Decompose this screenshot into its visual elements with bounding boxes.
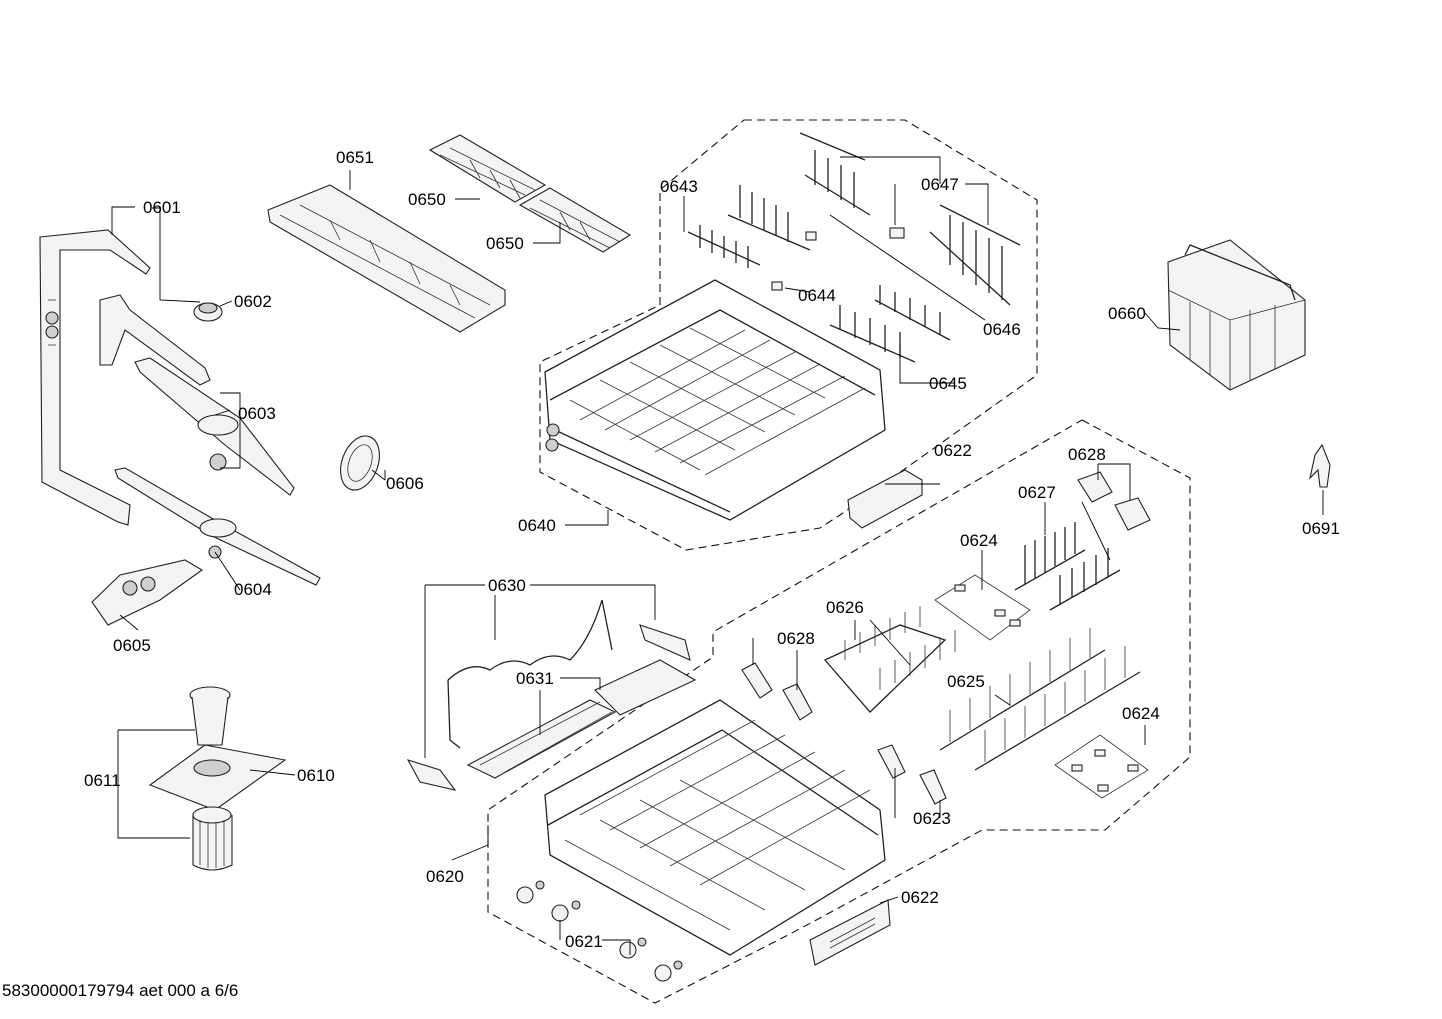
callout-0625: 0625 <box>947 672 985 691</box>
callout-0643: 0643 <box>660 177 698 196</box>
holder-part-0624-top <box>934 574 1031 641</box>
tray-part-b <box>518 187 632 253</box>
nut-part <box>193 302 223 322</box>
rack-part-0645 <box>829 285 951 363</box>
callout-0644: 0644 <box>798 286 836 305</box>
callout-0624-b: 0624 <box>1122 704 1160 723</box>
callout-0630: 0630 <box>488 576 526 595</box>
rack-part-0626 <box>823 606 956 713</box>
callout-0650-b: 0650 <box>486 234 524 253</box>
callout-0605: 0605 <box>113 636 151 655</box>
tray-part-a <box>428 134 547 203</box>
cutlery-tray-part <box>267 184 506 333</box>
supply-pipe-part <box>39 229 151 526</box>
callout-0660: 0660 <box>1108 304 1146 323</box>
callout-0603: 0603 <box>238 404 276 423</box>
cover-plate-part <box>91 559 204 626</box>
callout-0622-b: 0622 <box>901 888 939 907</box>
handle-part-upper <box>847 469 923 529</box>
callout-0606: 0606 <box>386 474 424 493</box>
callout-0650-a: 0650 <box>408 190 446 209</box>
callout-0626: 0626 <box>826 598 864 617</box>
tray-part-0631 <box>466 659 697 779</box>
wire-rack-part-0630 <box>406 599 691 791</box>
document-id: 58300000179794 aet 000 a 6/6 <box>2 981 239 1000</box>
callout-0604: 0604 <box>234 580 272 599</box>
callout-0691: 0691 <box>1302 519 1340 538</box>
callout-0602: 0602 <box>234 292 272 311</box>
lower-spray-arm-part <box>114 467 321 586</box>
upper-basket-part <box>544 279 886 521</box>
callout-0620: 0620 <box>426 867 464 886</box>
callout-0610: 0610 <box>297 766 335 785</box>
rack-part-0647 <box>799 132 1021 306</box>
holder-part-0628 <box>1077 471 1151 531</box>
callout-0623: 0623 <box>913 809 951 828</box>
callout-0622-a: 0622 <box>934 441 972 460</box>
callout-0640: 0640 <box>518 516 556 535</box>
upper-basket-group-outline <box>539 119 1038 551</box>
callout-0601: 0601 <box>143 198 181 217</box>
leader-lines <box>111 156 1324 955</box>
callout-labels: 0601 0602 0603 0604 0605 0606 0610 0611 … <box>84 148 1340 951</box>
holder-part-0624-bottom <box>1054 734 1149 799</box>
callout-0624-a: 0624 <box>960 531 998 550</box>
callout-0628-a: 0628 <box>1068 445 1106 464</box>
folding-rack-part-0627 <box>1014 522 1121 611</box>
handle-part-lower <box>809 899 891 966</box>
callout-0651: 0651 <box>336 148 374 167</box>
callout-0647: 0647 <box>921 175 959 194</box>
callout-0646: 0646 <box>983 320 1021 339</box>
callout-0627: 0627 <box>1018 483 1056 502</box>
callout-0631: 0631 <box>516 669 554 688</box>
callout-0611: 0611 <box>84 771 121 790</box>
rack-part-0625 <box>939 628 1141 771</box>
rack-part-0643 <box>687 185 811 268</box>
filter-assembly-part <box>148 686 287 871</box>
holder-part-0628-lower <box>741 662 813 721</box>
clip-part-0644 <box>771 227 905 291</box>
callout-0621: 0621 <box>565 932 603 951</box>
lower-basket-part <box>544 699 886 956</box>
holder-part-0623 <box>877 744 947 805</box>
clip-part-0691 <box>1309 443 1331 488</box>
filter-disk-part <box>340 435 380 491</box>
callout-0628-b: 0628 <box>777 629 815 648</box>
wheel-parts-0621 <box>516 880 683 982</box>
upper-spray-arm-part <box>99 294 295 496</box>
cutlery-basket-part <box>1167 239 1306 391</box>
callout-0645: 0645 <box>929 374 967 393</box>
